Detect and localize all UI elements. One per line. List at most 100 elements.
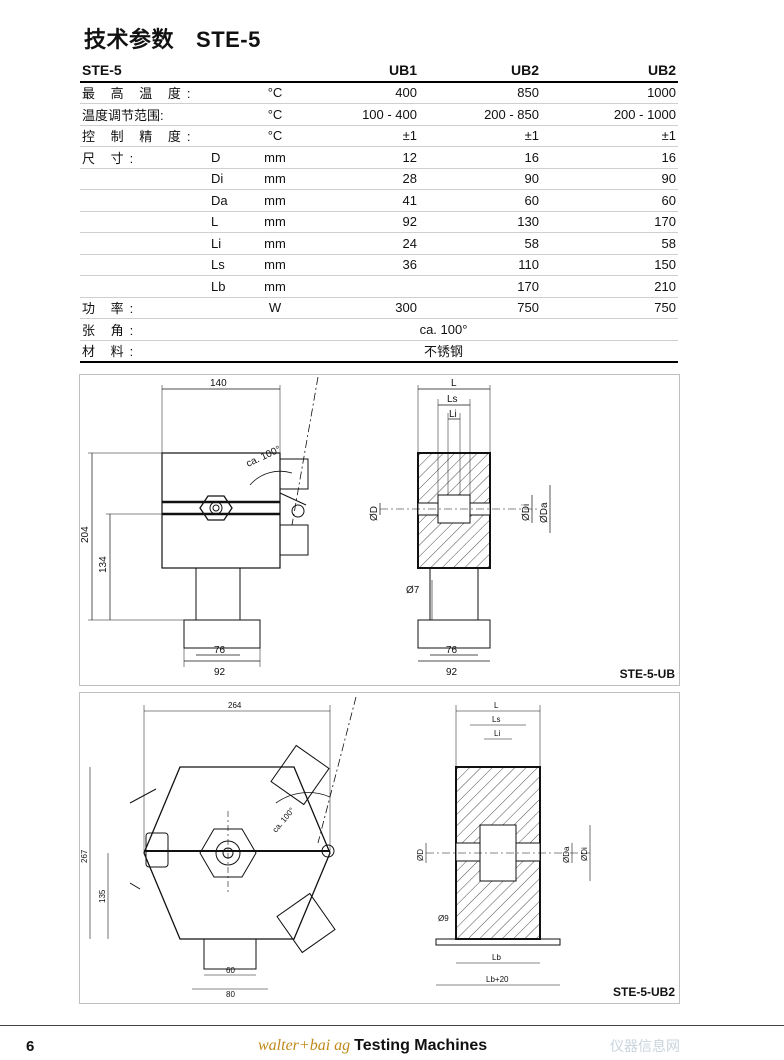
spec-value-ub1: 36: [297, 254, 419, 276]
spec-symbol: Ls: [209, 254, 253, 276]
spec-value-span: 不锈钢: [209, 340, 678, 363]
spec-value-ub2: 16: [419, 146, 541, 169]
dim-Lb20: Lb+20: [486, 975, 509, 984]
dim-140: 140: [210, 378, 227, 389]
drawing-panel-ub2: 264 ca. 100° 267 135 60 80 L Ls Li ØD ØD…: [79, 692, 680, 1004]
spec-symbol: L: [209, 211, 253, 233]
spec-unit: mm: [253, 168, 297, 190]
spec-unit: mm: [253, 232, 297, 255]
spec-value-ub2b: 16: [541, 146, 678, 169]
spec-value-ub2b: 90: [541, 168, 678, 190]
spec-label: 材 料:: [80, 340, 209, 363]
dim-134: 134: [98, 556, 109, 573]
title-cn: 技术参数: [84, 27, 175, 52]
dim-80: 80: [226, 990, 235, 999]
spec-symbol: Lb: [209, 275, 253, 298]
spec-label: 尺 寸:: [80, 146, 209, 169]
spec-unit: W: [253, 297, 297, 319]
spec-unit: mm: [253, 275, 297, 298]
spec-label: [80, 211, 209, 233]
spec-symbol: Li: [209, 232, 253, 255]
spec-label: [80, 254, 209, 276]
technical-drawing-ub: 140 ca. 100° 204 134 76 92 L Ls Li ØD ØD…: [80, 376, 551, 678]
company-tagline: Testing Machines: [354, 1037, 488, 1054]
spec-label: [80, 232, 209, 255]
spec-symbol: [209, 81, 253, 104]
page-number: 6: [26, 1038, 35, 1055]
spec-value-ub1: 28: [297, 168, 419, 190]
dim-Ls-2: Ls: [492, 715, 500, 724]
dim-Di: ØDi: [521, 504, 532, 521]
header-col-ub2: UB2: [419, 60, 541, 83]
spec-value-ub1: ±1: [297, 125, 419, 147]
dim-76b: 76: [446, 645, 458, 656]
spec-value-ub2: 130: [419, 211, 541, 233]
spec-value-ub2b: 150: [541, 254, 678, 276]
dim-92: 92: [214, 667, 226, 678]
spec-value-span: ca. 100°: [209, 318, 678, 341]
spec-unit: °C: [253, 81, 297, 104]
dim-angle: ca. 100°: [245, 444, 283, 470]
dim-Da: ØDa: [539, 502, 550, 523]
spec-value-ub1: 92: [297, 211, 419, 233]
dim-76: 76: [214, 645, 226, 656]
spec-row: 张 角:ca. 100°: [80, 318, 678, 341]
spec-value-ub2b: 200 - 1000: [541, 103, 678, 126]
spec-label: [80, 189, 209, 212]
spec-unit: mm: [253, 211, 297, 233]
spec-label: 张 角:: [80, 318, 209, 341]
spec-symbol: Di: [209, 168, 253, 190]
spec-value-ub1: 12: [297, 146, 419, 169]
spec-label: 功 率:: [80, 297, 209, 319]
drawing-panel-ub: 140 ca. 100° 204 134 76 92 L Ls Li ØD ØD…: [79, 374, 680, 686]
dim-Li: Li: [449, 409, 457, 420]
dim-L-2: L: [494, 701, 499, 710]
header-col-ub1: UB1: [297, 60, 419, 83]
dim-Di-2: ØDi: [580, 847, 589, 861]
dim-267: 267: [80, 849, 89, 863]
spec-unit: mm: [253, 254, 297, 276]
spec-unit: °C: [253, 125, 297, 147]
spec-row: 材 料:不锈钢: [80, 340, 678, 363]
spec-label: 最 高 温 度:: [80, 81, 209, 104]
spec-value-ub2: 850: [419, 81, 541, 104]
dim-Ls: Ls: [447, 394, 458, 405]
dim-92b: 92: [446, 667, 458, 678]
spec-symbol: D: [209, 146, 253, 169]
spec-label: [80, 168, 209, 190]
spec-value-ub2: 58: [419, 232, 541, 255]
dim-135: 135: [98, 889, 107, 903]
company-name: walter+bai ag: [258, 1037, 351, 1054]
spec-value-ub2b: 1000: [541, 81, 678, 104]
spec-value-ub2b: 58: [541, 232, 678, 255]
spec-unit: °C: [253, 103, 297, 126]
drawing-label-ub2: STE-5-UB2: [612, 985, 675, 999]
spec-value-ub2b: 210: [541, 275, 678, 298]
drawing-label-ub: STE-5-UB: [619, 667, 675, 681]
dim-d9: Ø9: [438, 914, 449, 923]
spec-value-ub1: 100 - 400: [297, 103, 419, 126]
dim-d7: Ø7: [406, 585, 420, 596]
dim-L: L: [451, 378, 457, 389]
dim-D-2: ØD: [416, 849, 425, 861]
spec-unit: mm: [253, 189, 297, 212]
title-model: STE-5: [196, 27, 261, 52]
dim-angle-2: ca. 100°: [271, 806, 297, 834]
dim-264: 264: [228, 701, 242, 710]
spec-value-ub1: 300: [297, 297, 419, 319]
spec-value-ub1: 400: [297, 81, 419, 104]
spec-value-ub2b: 170: [541, 211, 678, 233]
spec-row: 控 制 精 度:°C±1±1±1: [80, 125, 678, 147]
dim-Lb: Lb: [492, 953, 501, 962]
spec-value-ub1: [297, 275, 419, 298]
spec-symbol: [209, 103, 253, 126]
spec-value-ub2b: ±1: [541, 125, 678, 147]
